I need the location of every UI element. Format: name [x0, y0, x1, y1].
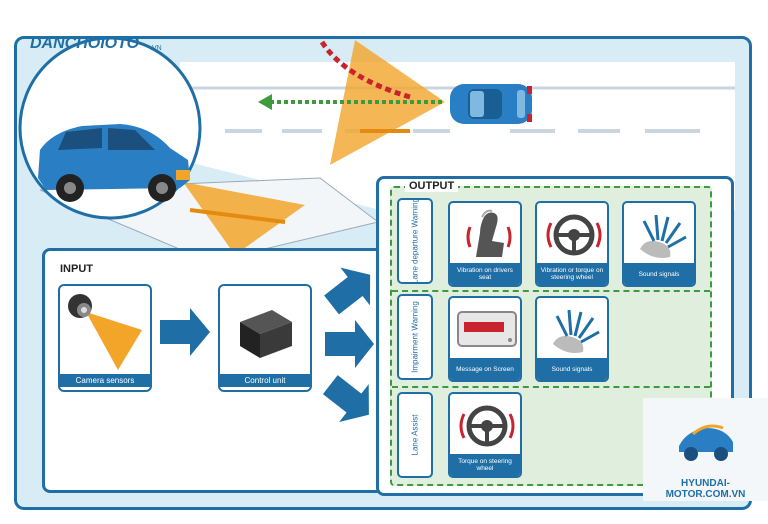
- vibration-seat-label: Vibration on drivers seat: [450, 263, 520, 285]
- perspective-lane-line: [189, 208, 286, 224]
- camera-sensors-label: Camera sensors: [60, 374, 150, 387]
- torque-steering-box: Torque on steering wheel: [448, 392, 522, 478]
- vibration-seat-box: Vibration on drivers seat: [448, 201, 522, 287]
- watermark-box: [643, 398, 768, 501]
- road-surface: [180, 62, 735, 210]
- impairment-warning-label: Impairment Warning: [397, 294, 433, 380]
- sound-signals-label: Sound signals: [537, 358, 607, 380]
- watermark-text: HYUNDAI-MOTOR.COM.VN: [665, 478, 746, 500]
- steering-wheel-icon: [546, 214, 602, 256]
- arrow-to-lane-departure: [324, 267, 371, 315]
- logo-text: DANCHOIOTO: [30, 35, 140, 52]
- control-unit-icon: [240, 310, 292, 358]
- car-top-view: [450, 84, 532, 124]
- lane-departure-warning-label: Lane departure Warning: [397, 198, 433, 284]
- car-side-view: [38, 124, 190, 202]
- row-separator: [392, 386, 710, 388]
- camera-icon: [68, 294, 142, 370]
- seat-icon: [466, 209, 512, 257]
- vibration-steering-box: Vibration or torque on steering wheel: [535, 201, 609, 287]
- steering-wheel-icon: [459, 405, 515, 447]
- screen-icon: [457, 311, 517, 347]
- sound-signals-icon: [553, 309, 600, 353]
- logo-suffix: .VN: [150, 45, 162, 52]
- camera-sensors-box: Camera sensors: [58, 284, 152, 392]
- torque-steering-label: Torque on steering wheel: [450, 454, 520, 476]
- control-unit-box: Control unit: [218, 284, 312, 392]
- sound-signals-box: Sound signals: [535, 296, 609, 382]
- control-unit-label: Control unit: [220, 374, 310, 387]
- departure-trajectory: [319, 40, 411, 100]
- message-screen-box: Message on Screen: [448, 296, 522, 382]
- sound-signals-box: Sound signals: [622, 201, 696, 287]
- sound-signals-label: Sound signals: [624, 263, 694, 285]
- row-separator: [392, 290, 710, 292]
- output-heading: OUTPUT: [405, 180, 459, 192]
- watermark-car-icon: [679, 424, 733, 461]
- flow-arrows: [160, 267, 374, 422]
- arrow-to-control-unit: [160, 308, 210, 356]
- lane-assist-label: Lane Assist: [397, 392, 433, 478]
- camera-cone: [330, 40, 445, 165]
- message-screen-label: Message on Screen: [450, 358, 520, 380]
- sound-signals-icon: [640, 214, 687, 258]
- vibration-steering-label: Vibration or torque on steering wheel: [537, 263, 607, 285]
- arrow-to-lane-assist: [322, 375, 369, 422]
- travel-direction-arrowhead: [258, 94, 272, 110]
- input-heading: INPUT: [60, 263, 93, 275]
- arrow-to-impairment: [325, 320, 374, 368]
